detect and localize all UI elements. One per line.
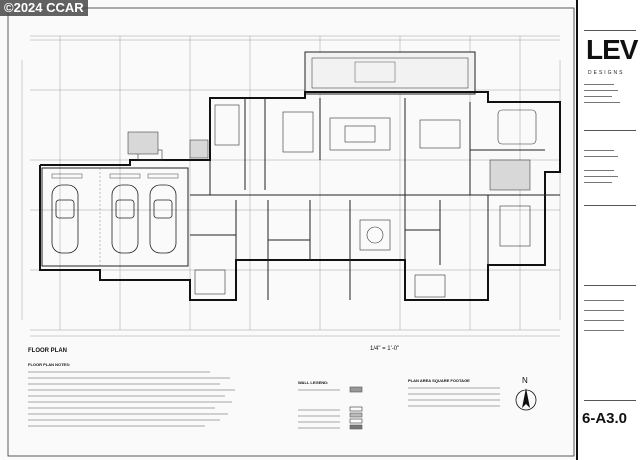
exterior-walls [39,91,561,301]
garage [41,167,189,267]
dimension-lines [21,35,561,337]
copyright-watermark: ©2024 CCAR [0,0,88,16]
square-footage-header: PLAN AREA SQUARE FOOTAGE [408,378,470,383]
svg-text:·: · [60,172,61,176]
scale-label: 1/4" = 1'-0" [370,346,400,352]
north-label: N [522,376,528,385]
firm-logo: LEV [586,34,638,65]
north-arrow-icon [515,388,537,411]
sheet-number: 6-A3.0 [582,410,628,427]
plan-title: FLOOR PLAN [28,348,67,354]
general-notes-lines [28,371,235,427]
square-footage-table [408,387,500,407]
title-block: LEV DESIGNS 6-A3.0 [576,0,640,460]
rear-patio [304,51,476,95]
copyright-icon: © [4,0,14,15]
firm-logo-subtitle: DESIGNS [588,70,625,76]
wall-legend-header: WALL LEGEND: [298,380,329,385]
interior-walls [190,98,560,300]
floor-plan-drawing: · [7,7,575,457]
furniture [137,104,537,298]
wall-legend-lines [298,386,363,430]
watermark-text: 2024 CCAR [13,0,84,15]
general-notes-header: FLOOR PLAN NOTES: [28,362,71,367]
